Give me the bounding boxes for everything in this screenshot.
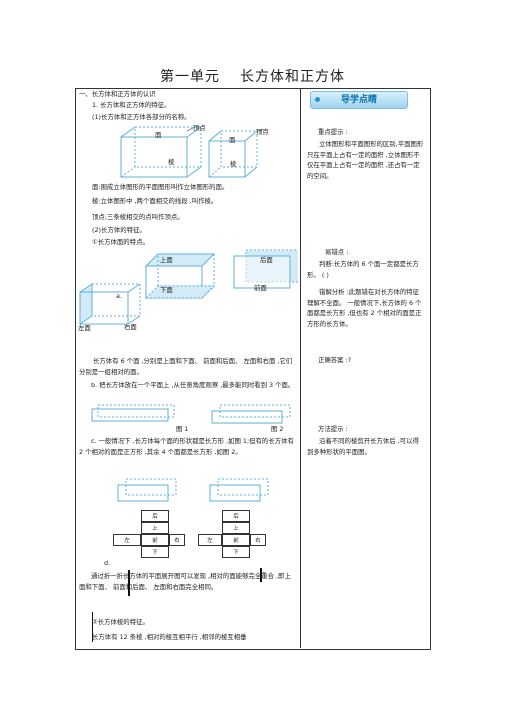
mark-line — [128, 570, 130, 596]
figure-1-label: 图 1 — [176, 425, 189, 433]
figure-2-label: 图 2 — [271, 425, 284, 433]
subheading: 1. 长方体和正方体的特征。 — [92, 101, 171, 109]
column-divider — [300, 88, 301, 648]
paragraph: b. 把长方体放在一个平面上 ,从任意角度观察 ,最多能同时看到 3 个面。 — [91, 381, 295, 389]
edge-label: 棱 — [168, 158, 175, 166]
net-bottom: 下 — [141, 546, 169, 558]
net-left: 左 — [198, 534, 222, 546]
face-label: 面 — [229, 136, 236, 144]
paragraph: 长方体有 12 条棱 ,相对的棱互相平行 ,相邻的棱互相垂 — [92, 633, 247, 641]
mark-line — [260, 568, 262, 582]
net-right: 右 — [169, 534, 185, 546]
definition-face: 面:围成立体图形的平面图形叫作立体图形的面。 — [92, 183, 229, 191]
content-table — [75, 88, 431, 650]
net-back: 后 — [141, 510, 169, 522]
face-front-label: 前面 — [254, 284, 267, 292]
subheading: (2)长方体的特征。 — [92, 226, 146, 234]
correct-answer: 正确答案 :? — [318, 356, 352, 364]
face-right-label: 右面 — [124, 323, 137, 331]
net-bottom: 下 — [222, 546, 250, 558]
face-bottom-label: 下面 — [160, 286, 173, 294]
error-question: 判断:长方体的 6 个面一定都是长方形。 ( ) — [307, 260, 419, 279]
section-heading: 一、长方体和正方体的认识 — [79, 90, 156, 98]
edge-label: 棱 — [230, 160, 237, 168]
method-heading: 方法提示 : — [318, 425, 348, 433]
vertex-label: 顶点 — [256, 128, 269, 136]
net-top: 上 — [141, 522, 169, 534]
subheading: ①长方体面的特点。 — [92, 238, 149, 246]
face-label: 面 — [155, 131, 162, 139]
tip-text: 立体图形和平面图形的区别,平面图形只在平面上占有一定的面积 ,立体图形不仅在平面… — [307, 140, 424, 180]
tip-heading: 重点提示 : — [318, 128, 348, 136]
definition-vertex: 顶点:三条棱相交的点叫作顶点。 — [92, 213, 184, 221]
net-left: 左 — [113, 534, 141, 546]
cuboid-examples — [91, 404, 291, 424]
face-back-label: 后面 — [260, 256, 273, 264]
net-front: 前 — [141, 534, 169, 546]
marker-a: a. — [116, 292, 122, 300]
subheading: ②长方体棱的特征。 — [92, 618, 149, 626]
net-front: 前 — [222, 534, 250, 546]
method-text: 沿着不同的棱剪开长方体后 ,可以得到多种形状的平面图。 — [307, 437, 419, 456]
paragraph: 通过折一折长方体的平面展开图可以发现 ,相对的面能够完全重合 ,即上面和下面、 … — [79, 572, 291, 591]
page-title: 第一单元长方体和正方体 — [160, 69, 345, 85]
error-heading: 易错点 : — [325, 248, 349, 256]
vertex-label: 顶点 — [193, 124, 206, 132]
paragraph: c. 一般情况下 ,长方体每个面的形状都是长方形 ,如图 1;但有的长方体有 2… — [79, 437, 294, 456]
face-left-label: 左面 — [78, 324, 91, 332]
net-top: 上 — [222, 522, 250, 534]
net-cuboids — [117, 478, 269, 502]
cuboid-cube-diagram — [120, 126, 266, 178]
subheading: (1)长方体和正方体各部分的名称。 — [92, 113, 191, 121]
badge-dot-icon — [315, 97, 320, 102]
guide-badge: 导学点睛 — [310, 91, 408, 109]
marker-d: d. — [104, 559, 111, 567]
net-back: 后 — [222, 510, 250, 522]
paragraph: 长方体有 6 个面 ,分别是上面和下面、 前面和后面、 左面和右面 ,它们分别是… — [79, 357, 293, 376]
definition-edge: 棱:立体图形中 ,两个面相交的线段 ,叫作棱。 — [92, 197, 218, 205]
mark-line — [92, 612, 93, 642]
face-names-diagram — [79, 249, 298, 325]
net-right: 右 — [250, 534, 266, 546]
face-top-label: 上面 — [160, 256, 173, 264]
error-analysis: 错解分析 :此题错在对长方体的特征理解不全面。 一般情况下,长方体的 6 个面都… — [307, 288, 422, 328]
